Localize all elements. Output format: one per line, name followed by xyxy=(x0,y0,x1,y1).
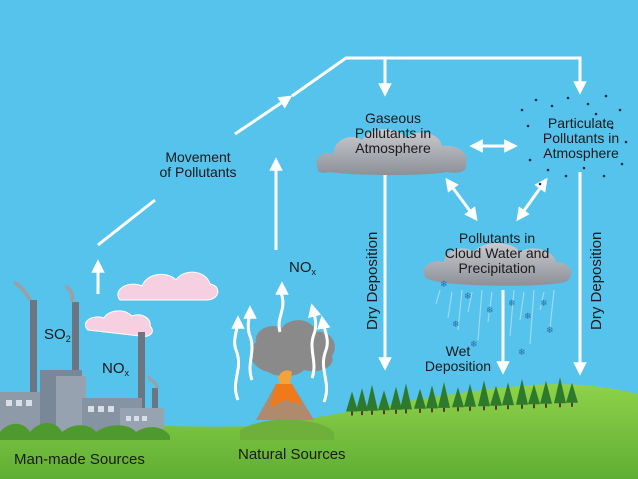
svg-text:❄: ❄ xyxy=(464,292,472,302)
svg-text:❄: ❄ xyxy=(508,299,516,309)
tree xyxy=(516,378,528,405)
label-movement-of-pollutants: Movement of Pollutants xyxy=(148,150,248,180)
tree-trunk xyxy=(431,408,433,413)
tree-trunk xyxy=(383,410,385,415)
tree-trunk xyxy=(457,407,459,412)
tree xyxy=(566,382,578,403)
label-dry-deposition-right: Dry Deposition xyxy=(588,231,605,330)
tree-trunk xyxy=(419,408,421,413)
tree xyxy=(554,377,566,404)
tree xyxy=(528,384,540,405)
svg-text:❄: ❄ xyxy=(546,326,554,336)
tree-trunk xyxy=(371,410,373,415)
tree xyxy=(356,388,368,412)
tree xyxy=(366,384,378,411)
tree xyxy=(414,388,426,409)
movement-arrows xyxy=(91,56,587,376)
tree-trunk xyxy=(507,405,509,410)
tree-trunk xyxy=(545,403,547,408)
arrow-diagonal-1 xyxy=(97,198,156,247)
tree-trunk xyxy=(559,403,561,408)
tree xyxy=(378,390,390,411)
tree-trunk xyxy=(405,409,407,414)
label-particulate-pollutants: Particulate Pollutants in Atmosphere xyxy=(524,116,638,161)
rain-cloud xyxy=(423,243,572,286)
pink-cloud-2 xyxy=(84,310,153,337)
heat-arrows xyxy=(231,281,331,403)
tree xyxy=(390,386,402,410)
tree xyxy=(400,383,412,410)
tree-trunk xyxy=(351,411,353,416)
so2-sub: 2 xyxy=(65,334,71,344)
svg-text:❄: ❄ xyxy=(470,340,478,350)
nox-volcano-main: NO xyxy=(289,259,312,276)
cloud-water-text: Pollutants in Cloud Water and Precipitat… xyxy=(444,230,550,276)
arrow-particulate-cloud xyxy=(516,177,548,222)
tree xyxy=(426,385,438,409)
tree-trunk xyxy=(361,411,363,416)
tree-trunk xyxy=(571,402,573,407)
nox-factory-main: NO xyxy=(102,360,125,377)
arrow-diagonal-2 xyxy=(234,95,293,136)
label-nox-volcano: NOx xyxy=(289,260,316,280)
tree-trunk xyxy=(443,407,445,412)
pink-cloud-1 xyxy=(117,271,219,301)
tree-trunk xyxy=(521,404,523,409)
tree xyxy=(502,382,514,406)
arrow-top-path xyxy=(291,56,587,98)
svg-text:❄: ❄ xyxy=(486,306,494,316)
gaseous-cloud xyxy=(316,129,467,175)
label-natural-sources: Natural Sources xyxy=(238,446,346,463)
label-so2: SO2 xyxy=(44,327,71,347)
tree-trunk xyxy=(469,406,471,411)
svg-text:❄: ❄ xyxy=(452,320,460,330)
label-man-made-sources: Man-made Sources xyxy=(14,451,145,468)
svg-text:❄: ❄ xyxy=(524,312,532,322)
svg-text:❄: ❄ xyxy=(440,280,448,290)
factory-icon xyxy=(0,280,170,440)
label-nox-factory: NOx xyxy=(102,361,129,381)
svg-text:❄: ❄ xyxy=(540,299,548,309)
tree-icon xyxy=(346,377,578,416)
so2-main: SO xyxy=(44,326,66,343)
tree-trunk xyxy=(533,404,535,409)
arrow-gas-cloud xyxy=(445,177,478,222)
particulate-text: Particulate Pollutants in Atmosphere xyxy=(542,115,620,161)
label-gaseous-pollutants: Gaseous Pollutants in Atmosphere xyxy=(334,111,452,156)
tree xyxy=(438,381,450,408)
tree xyxy=(490,385,502,406)
tree xyxy=(540,380,552,404)
label-cloud-water: Pollutants in Cloud Water and Precipitat… xyxy=(436,231,558,276)
particulate-dots xyxy=(520,94,628,186)
tree xyxy=(452,387,464,408)
tree xyxy=(464,383,476,407)
svg-text:❄: ❄ xyxy=(518,348,526,358)
label-dry-deposition-left: Dry Deposition xyxy=(364,231,381,330)
nox-factory-sub: x xyxy=(124,368,130,378)
tree xyxy=(478,380,490,407)
wet-deposition-text: Wet Deposition xyxy=(424,343,492,374)
tree-trunk xyxy=(483,406,485,411)
movement-text: Movement of Pollutants xyxy=(159,149,237,180)
nox-volcano-sub: x xyxy=(311,267,317,277)
tree-trunk xyxy=(395,409,397,414)
tree xyxy=(346,391,358,412)
rain xyxy=(435,289,555,345)
label-wet-deposition: Wet Deposition xyxy=(414,344,502,374)
tree-trunk xyxy=(495,405,497,410)
snowflake-icon: ❄ ❄ ❄ ❄ ❄ ❄ ❄ ❄ ❄ ❄ xyxy=(440,280,554,358)
gaseous-text: Gaseous Pollutants in Atmosphere xyxy=(354,110,432,156)
